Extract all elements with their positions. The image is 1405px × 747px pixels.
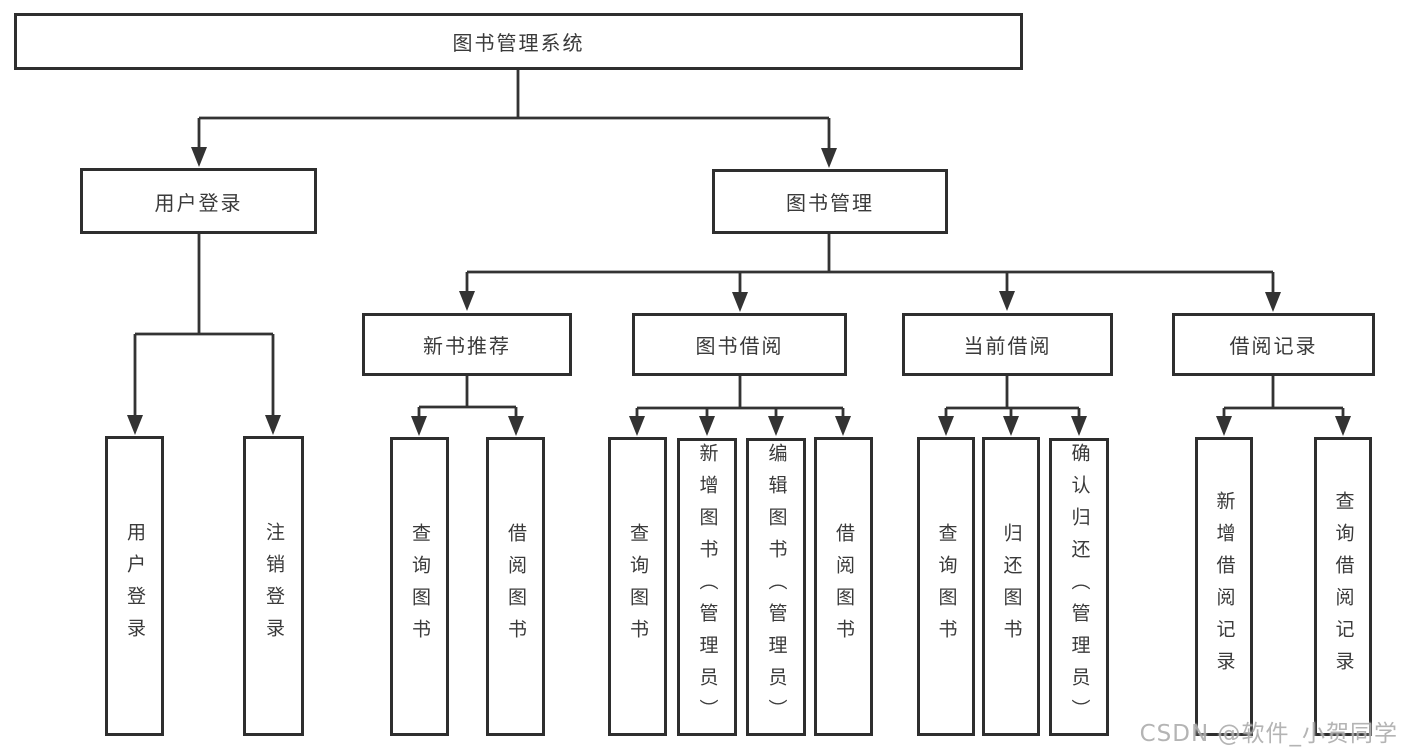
- arrowhead: [835, 416, 851, 436]
- arrowhead: [732, 292, 748, 312]
- arrowhead: [191, 147, 207, 167]
- node-leaf-logout-label: 注销登录: [263, 522, 285, 650]
- arrowhead: [1335, 416, 1351, 436]
- node-current-borrow-label: 当前借阅: [963, 334, 1052, 358]
- node-leaf-confirm-return-admin: 确认归还（管理员）: [1049, 438, 1109, 736]
- node-current-borrow: 当前借阅: [902, 313, 1113, 376]
- arrowheads: [127, 147, 1351, 436]
- arrowhead: [999, 291, 1015, 311]
- node-leaf-user-login: 用户登录: [105, 436, 164, 736]
- node-book-borrow-label: 图书借阅: [695, 334, 784, 358]
- arrowhead: [938, 416, 954, 436]
- node-leaf-query-books-3: 查询图书: [917, 437, 975, 736]
- arrowhead: [265, 415, 281, 435]
- node-leaf-borrow-books-1-label: 借阅图书: [505, 522, 527, 651]
- node-leaf-user-login-label: 用户登录: [124, 522, 146, 650]
- node-leaf-add-books-admin-label: 新增图书（管理员）: [696, 443, 719, 731]
- node-leaf-add-borrow-record-label: 新增借阅记录: [1213, 490, 1236, 683]
- node-book-management: 图书管理: [712, 169, 948, 234]
- node-leaf-edit-books-admin-label: 编辑图书（管理员）: [765, 443, 788, 731]
- arrowhead: [699, 416, 715, 436]
- node-user-login: 用户登录: [80, 168, 317, 234]
- node-leaf-edit-books-admin: 编辑图书（管理员）: [746, 438, 806, 736]
- node-leaf-query-borrow-record-label: 查询借阅记录: [1332, 490, 1355, 683]
- arrowhead: [1216, 416, 1232, 436]
- node-leaf-add-borrow-record: 新增借阅记录: [1195, 437, 1253, 736]
- node-leaf-borrow-books-1: 借阅图书: [486, 437, 545, 736]
- node-leaf-return-books: 归还图书: [982, 437, 1040, 736]
- node-new-book-recommend: 新书推荐: [362, 313, 572, 376]
- arrowhead: [768, 416, 784, 436]
- node-borrow-records-label: 借阅记录: [1229, 334, 1318, 358]
- node-leaf-return-books-label: 归还图书: [1000, 522, 1023, 651]
- node-root-label: 图书管理系统: [452, 31, 585, 55]
- node-leaf-confirm-return-admin-label: 确认归还（管理员）: [1068, 443, 1091, 731]
- node-new-book-recommend-label: 新书推荐: [423, 334, 511, 358]
- node-root: 图书管理系统: [14, 13, 1023, 70]
- node-book-management-label: 图书管理: [786, 191, 874, 215]
- node-book-borrow: 图书借阅: [632, 313, 847, 376]
- node-leaf-query-books-2: 查询图书: [608, 437, 667, 736]
- node-leaf-query-books-1: 查询图书: [390, 437, 449, 736]
- arrowhead: [411, 416, 427, 436]
- node-leaf-query-books-1-label: 查询图书: [409, 522, 431, 651]
- arrowhead: [508, 416, 524, 436]
- arrowhead: [459, 291, 475, 311]
- arrowhead: [127, 415, 143, 435]
- arrowhead: [1003, 416, 1019, 436]
- node-leaf-logout: 注销登录: [243, 436, 304, 736]
- arrowhead: [1071, 416, 1087, 436]
- csdn-watermark: CSDN @软件_小贺同学: [1139, 721, 1398, 747]
- arrowhead: [821, 148, 837, 168]
- node-leaf-query-borrow-record: 查询借阅记录: [1314, 437, 1372, 736]
- node-borrow-records: 借阅记录: [1172, 313, 1375, 376]
- node-user-login-label: 用户登录: [154, 190, 243, 215]
- arrowhead: [629, 416, 645, 436]
- node-leaf-borrow-books-2-label: 借阅图书: [833, 522, 855, 651]
- node-leaf-query-books-2-label: 查询图书: [627, 522, 649, 651]
- node-leaf-borrow-books-2: 借阅图书: [814, 437, 873, 736]
- node-leaf-add-books-admin: 新增图书（管理员）: [677, 438, 737, 736]
- arrowhead: [1265, 292, 1281, 312]
- node-leaf-query-books-3-label: 查询图书: [935, 522, 958, 651]
